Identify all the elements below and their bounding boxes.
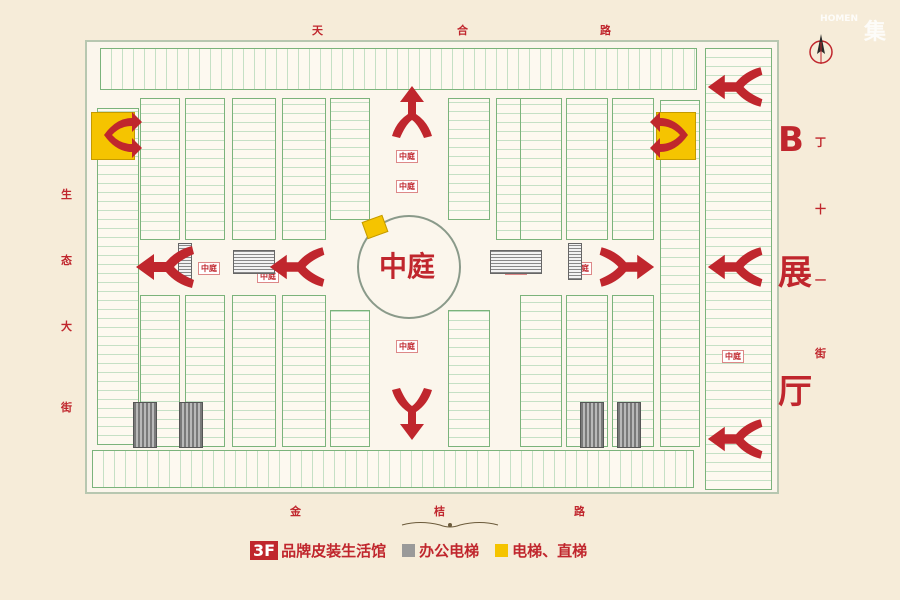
street-top-char: 路 <box>600 24 611 37</box>
shop-block[interactable] <box>140 98 180 240</box>
shop-block[interactable] <box>330 310 370 447</box>
street-right-char: 丁 <box>815 136 826 149</box>
street-bottom-char: 路 <box>574 505 585 518</box>
street-right-char: 街 <box>815 347 826 360</box>
street-top-char: 天 <box>312 24 323 37</box>
shop-block[interactable] <box>566 295 608 447</box>
brand-corner: HOMEN集 <box>820 14 886 45</box>
shop-block[interactable] <box>282 98 326 240</box>
shop-block[interactable] <box>330 98 370 220</box>
left-arrow-icon <box>707 67 763 107</box>
left-arrow-icon <box>269 247 325 287</box>
office-elevator[interactable] <box>179 402 203 448</box>
elevator-swatch <box>495 544 509 557</box>
street-right-char: 十 <box>815 203 826 216</box>
escalator[interactable] <box>568 243 582 280</box>
office-elevator[interactable] <box>580 402 604 448</box>
elevator-legend: 电梯、直梯 <box>512 542 588 560</box>
mini-atrium-label: 中庭 <box>396 180 418 193</box>
elevator-yellow[interactable] <box>656 112 696 160</box>
mini-atrium-label: 中庭 <box>396 340 418 353</box>
right-arrow-icon <box>599 247 655 287</box>
shop-block[interactable] <box>448 310 490 447</box>
split-arrow-icon <box>650 112 688 158</box>
escalator[interactable] <box>490 250 542 274</box>
shop-block[interactable] <box>232 98 276 240</box>
street-left-char: 街 <box>61 401 72 414</box>
up-arrow-icon <box>392 86 432 138</box>
legend: 3F 品牌皮装生活馆 办公电梯 电梯、直梯 <box>250 540 587 561</box>
brand-corner-char: 集 <box>863 20 886 45</box>
ornament-divider <box>401 522 499 528</box>
shop-block[interactable] <box>97 108 139 445</box>
street-bottom-char: 金 <box>290 505 301 518</box>
street-bottom: 金 桔 路 <box>0 503 900 518</box>
shop-block[interactable] <box>520 295 562 447</box>
street-left-char: 生 <box>61 188 72 201</box>
exhibition-hall-ting: 厅 <box>778 372 812 412</box>
exhibition-hall-zhan: 展 <box>778 253 812 293</box>
shop-block[interactable] <box>520 98 562 240</box>
mini-atrium-label: 中庭 <box>198 262 220 275</box>
split-arrow-icon <box>104 112 142 158</box>
shop-block[interactable] <box>185 98 225 240</box>
shop-row-top[interactable] <box>100 48 697 90</box>
office-elevator[interactable] <box>617 402 641 448</box>
street-left-char: 态 <box>61 254 72 267</box>
street-top-char: 合 <box>457 24 468 37</box>
office-elevator-swatch <box>402 544 416 557</box>
left-arrow-icon <box>136 246 194 288</box>
shop-block[interactable] <box>566 98 608 240</box>
atrium-label: 中庭 <box>378 250 435 283</box>
street-left: 生 态 大 街 <box>61 0 75 600</box>
compass-icon <box>809 34 833 64</box>
office-elevator[interactable] <box>133 402 157 448</box>
street-left-char: 大 <box>61 320 72 333</box>
office-elevator-legend: 办公电梯 <box>419 542 480 560</box>
floor-badge: 3F <box>250 541 279 560</box>
shop-block[interactable] <box>612 98 654 240</box>
left-arrow-icon <box>707 247 763 287</box>
shop-block[interactable] <box>448 98 490 220</box>
mini-atrium-label: 中庭 <box>396 150 418 163</box>
street-bottom-char: 桔 <box>434 505 445 518</box>
shop-block[interactable] <box>232 295 276 447</box>
escalator[interactable] <box>233 250 275 274</box>
shop-block[interactable] <box>282 295 326 447</box>
street-right: 丁 十 一 街 <box>815 0 829 600</box>
left-arrow-icon <box>707 419 763 459</box>
exhibition-hall-b: B <box>778 120 804 160</box>
street-right-char: 一 <box>815 274 826 287</box>
shop-row-bottom[interactable] <box>92 450 694 488</box>
mini-atrium-label: 中庭 <box>722 350 744 363</box>
floor-title: 品牌皮装生活馆 <box>281 542 387 560</box>
street-top: 天 合 路 <box>0 22 900 37</box>
down-arrow-icon <box>392 388 432 440</box>
